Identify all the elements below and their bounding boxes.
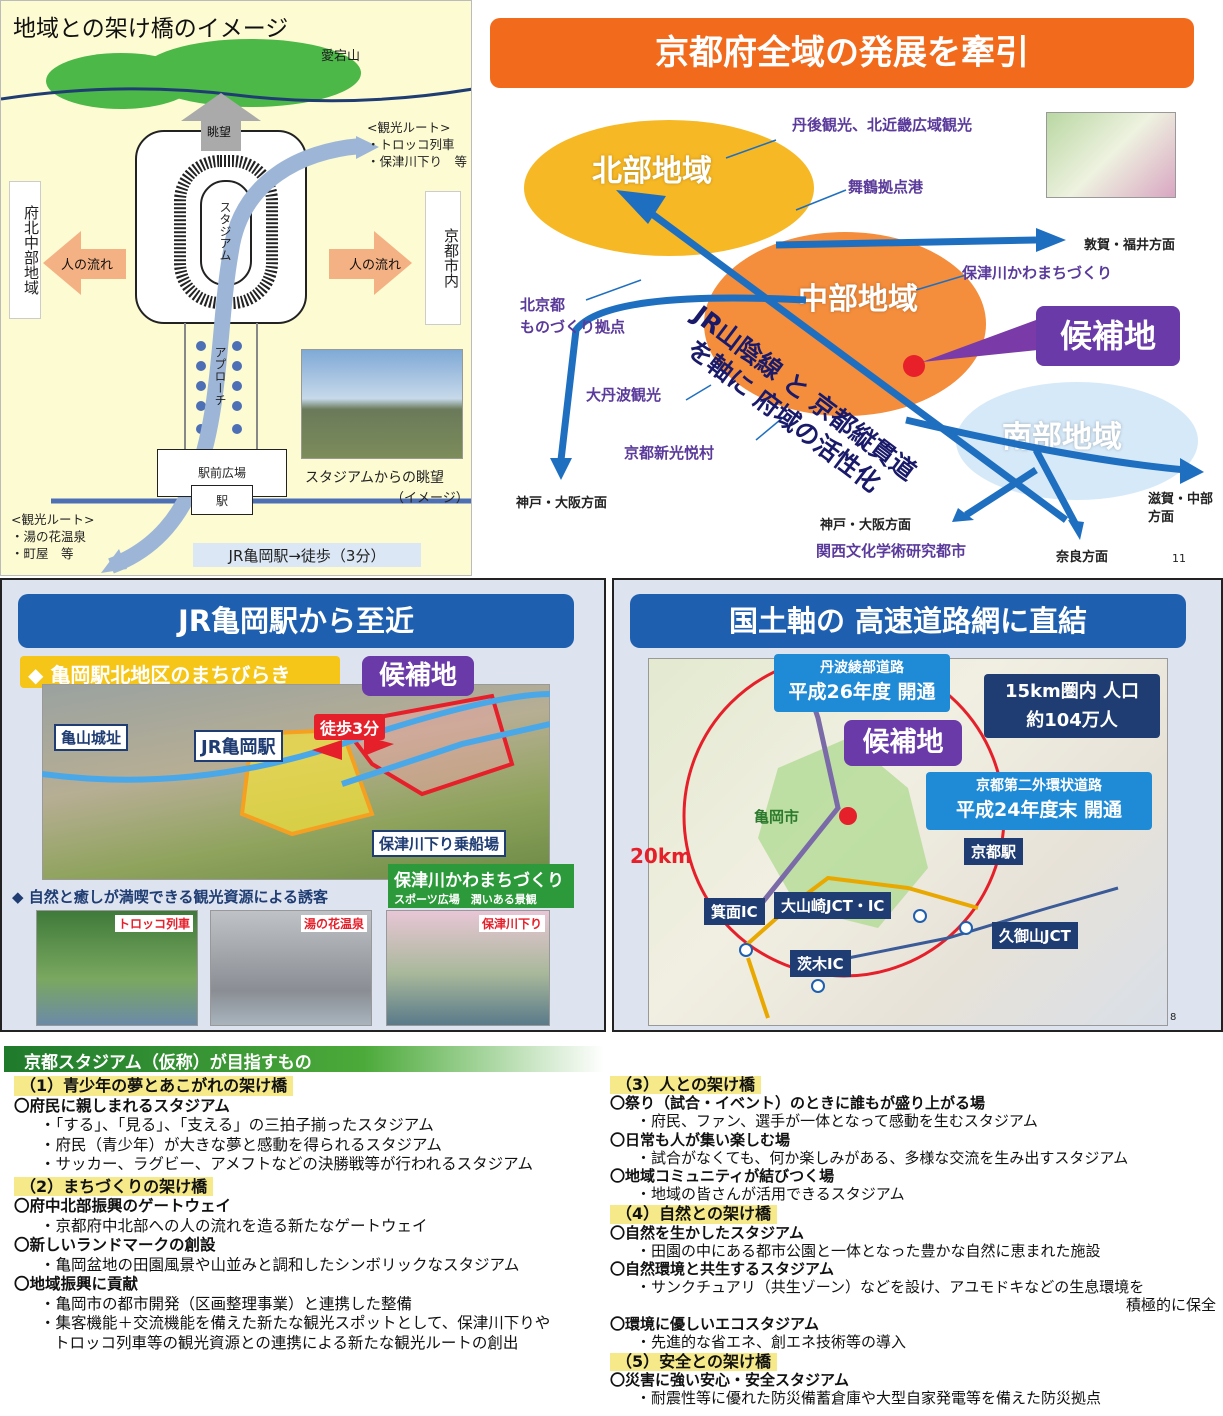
tourism-label: ◆ 自然と癒しが満喫できる観光資源による誘客 — [12, 888, 329, 906]
oyamazaki-tag: 大山崎JCT・IC — [774, 892, 892, 919]
castle-tag: 亀山城址 — [54, 724, 129, 751]
central-region-label: 中部地域 — [798, 282, 918, 317]
ring-road-callout: 京都第二外環状道路 平成24年度末 開通 — [926, 772, 1152, 830]
label-shiga: 滋賀・中部 — [1148, 492, 1214, 507]
walk-3min-tag: 徒歩3分 — [314, 714, 386, 740]
label-shiga-2: 方面 — [1148, 510, 1175, 525]
highway-panel: 国土軸の 高速道路網に直結 丹波綾部道路 平成26年度 開通 15km圏内 人口… — [612, 578, 1223, 1032]
label-hozu: 保津川かわまちづくり — [962, 264, 1113, 282]
axis-arrows — [550, 139, 1204, 540]
label-kitakyoto: 北京都 — [520, 296, 566, 314]
development-panel: 京都府全域の発展を牽引 北部地域 中部地域 南部地域 — [476, 0, 1223, 574]
stadium-view-photo — [301, 349, 463, 459]
flow-left-label: 人の流れ — [61, 258, 114, 273]
mountain-label: 愛宕山 — [321, 49, 361, 64]
page-number-11: 11 — [1172, 552, 1186, 565]
photo-caption: スタジアムからの眺望 — [305, 470, 445, 486]
left-region-box: 府北中部地域 — [9, 181, 41, 319]
kumiyama-tag: 久御山JCT — [992, 922, 1078, 949]
photo-caption-sub: （イメージ） — [391, 491, 469, 506]
ibaraki-ic-tag: 茨木IC — [790, 950, 851, 977]
label-kobe-2: 神戸・大阪方面 — [820, 518, 912, 533]
bridge-diagram — [1, 39, 471, 574]
machibiraki-label: ◆ 亀岡駅北地区のまちびらき — [20, 656, 340, 688]
right-region-box: 京都市内 — [425, 191, 461, 325]
kameoka-label: 亀岡市 — [754, 808, 800, 826]
onsen-photo: 湯の花温泉 — [210, 910, 372, 1026]
jr-station-tag: JR亀岡駅 — [194, 730, 283, 762]
panel3-title: JR亀岡駅から至近 — [18, 594, 574, 648]
minoh-ic-tag: 箕面IC — [704, 898, 765, 925]
route-top: <観光ルート>・トロッコ列車・保津川下り 等 — [367, 120, 468, 169]
tanba-road-callout: 丹波綾部道路 平成26年度 開通 — [774, 654, 950, 712]
goals-left-column: （1）青少年の夢とあこがれの架け橋 〇府民に親しまれるスタジアム ・「する」、「… — [14, 1076, 551, 1352]
river-boat-label: 保津川下り — [478, 915, 545, 932]
20km-label: 20km — [630, 844, 692, 868]
label-kansai: 関西文化学術研究都市 — [816, 542, 967, 560]
walk-time: JR亀岡駅→徒歩（3分） — [193, 543, 421, 567]
candidate-site-badge: 候補地 — [362, 656, 474, 696]
flow-right-label: 人の流れ — [349, 258, 402, 273]
central-region-ellipse — [704, 232, 986, 416]
panel1-title: 地域との架け橋のイメージ — [13, 16, 289, 42]
label-monozukuri: ものづくり拠点 — [520, 318, 626, 336]
boat-pier-tag: 保津川下り乗船場 — [372, 830, 507, 857]
label-tsuruga: 敦賀・福井方面 — [1084, 238, 1176, 253]
label-tanba: 大丹波観光 — [586, 386, 662, 404]
north-region-label: 北部地域 — [592, 154, 712, 189]
kyoto-station-tag: 京都駅 — [964, 838, 1024, 865]
goals-panel: 京都スタジアム（仮称）が目指すもの （1）青少年の夢とあこがれの架け橋 〇府民に… — [0, 1040, 1223, 1416]
panel2-title: 京都府全域の発展を牽引 — [490, 18, 1194, 88]
bridge-image-panel: 地域との架け橋のイメージ 愛宕山 眺望 <観光ルート>・トロッコ列車・保津川下り… — [0, 0, 472, 576]
stadium-label: スタジアム — [218, 201, 232, 261]
goals-right-column: （3）人との架け橋 〇祭り（試合・イベント）のときに誰もが盛り上がる場 ・府民、… — [610, 1075, 1216, 1408]
page-number-8: 8 — [1170, 1012, 1177, 1023]
onsen-label: 湯の花温泉 — [300, 915, 367, 932]
station-proximity-panel: JR亀岡駅から至近 ◆ 亀岡駅北地区のまちびらき 候補地 亀山城址 JR亀岡駅 … — [0, 578, 606, 1032]
population-callout: 15km圏内 人口約104万人 — [984, 674, 1160, 738]
label-kyoto-new: 京都新光悦村 — [624, 444, 715, 462]
torokko-label: トロッコ列車 — [114, 915, 193, 932]
route-bottom: <観光ルート>・湯の花温泉・町屋 等 — [11, 512, 95, 561]
label-nara: 奈良方面 — [1056, 550, 1109, 565]
map-overlay — [682, 658, 1119, 1019]
candidate-site-badge: 候補地 — [844, 720, 962, 766]
panel4-title: 国土軸の 高速道路網に直結 — [630, 594, 1186, 648]
view-label: 眺望 — [207, 125, 232, 139]
river-development-tag: 保津川かわまちづくり スポーツ広場 潤いある景観 — [388, 864, 574, 908]
station-box: 駅 — [191, 485, 253, 515]
north-region-ellipse — [524, 120, 814, 256]
label-maizuru: 舞鶴拠点港 — [848, 178, 924, 196]
landscape-illustration — [1046, 112, 1176, 198]
label-tango: 丹後観光、北近畿広域観光 — [792, 116, 973, 134]
torokko-photo: トロッコ列車 — [36, 910, 198, 1026]
approach-label: アプローチ — [213, 346, 227, 406]
river-boat-photo: 保津川下り — [386, 910, 550, 1026]
candidate-site-badge: 候補地 — [1036, 306, 1180, 366]
label-kobe-1: 神戸・大阪方面 — [516, 496, 608, 511]
panel5-title: 京都スタジアム（仮称）が目指すもの — [4, 1046, 604, 1073]
